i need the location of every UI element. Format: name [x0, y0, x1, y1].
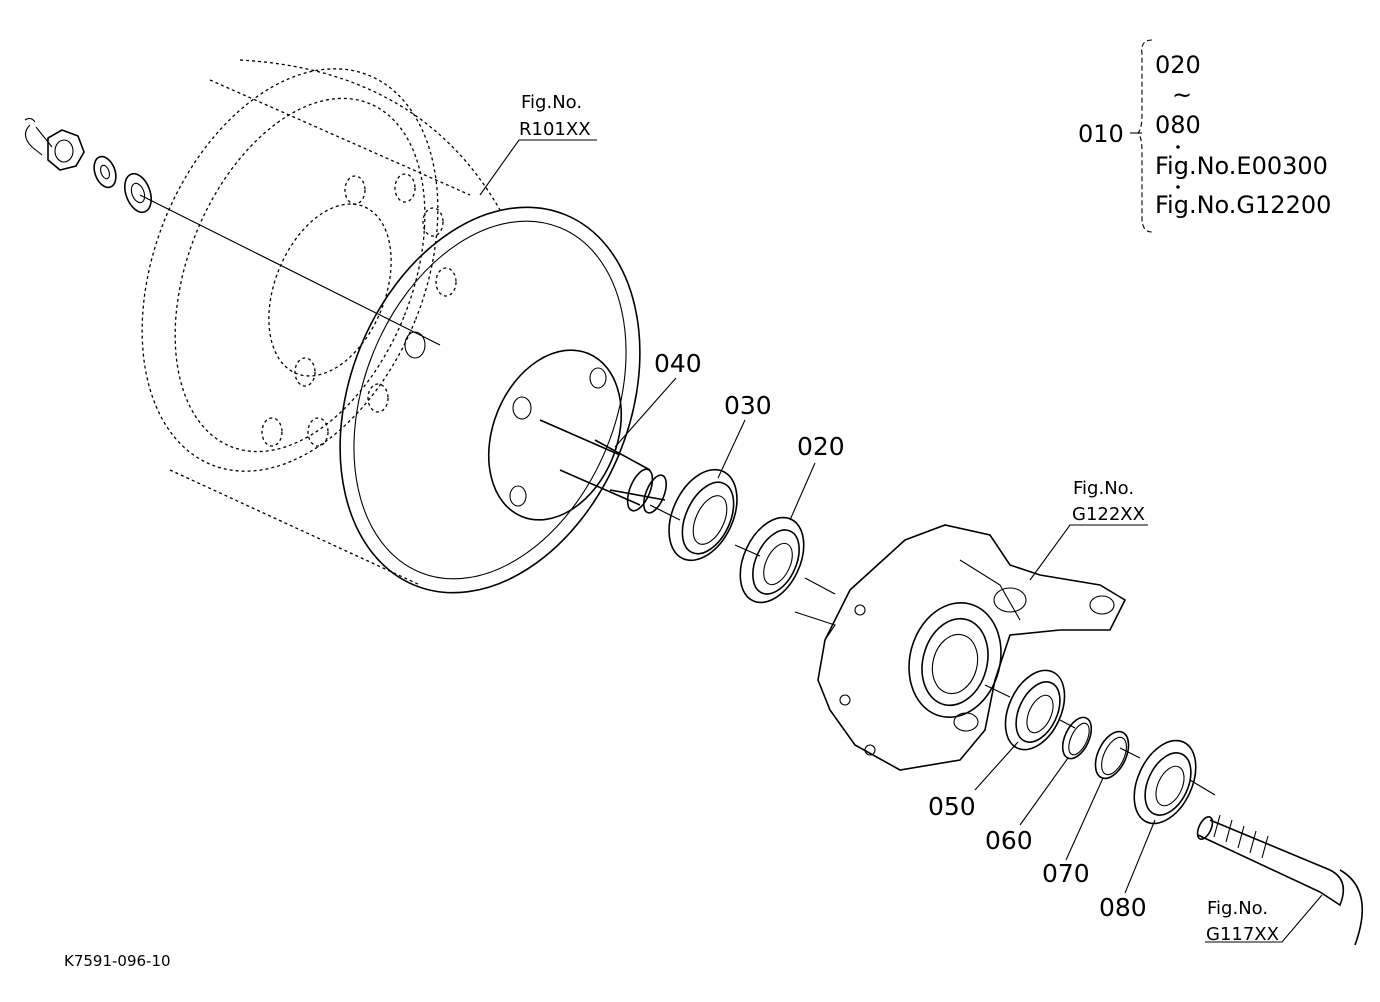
callout-020: 020: [797, 432, 845, 461]
axle-figref-label: Fig.No.: [1207, 898, 1268, 919]
callout-070: 070: [1042, 859, 1090, 888]
wheel-figref-label: Fig.No.: [521, 92, 582, 113]
knuckle-figref-label: Fig.No.: [1073, 478, 1134, 499]
leader-lines: [479, 139, 1323, 943]
snap-ring-070: [1094, 730, 1130, 780]
drawing-code: K7591-096-10: [64, 952, 171, 970]
steering-knuckle-housing: [794, 524, 1127, 771]
callout-050: 050: [928, 792, 976, 821]
bracket-range-mark: ~: [1172, 81, 1192, 109]
callout-060: 060: [985, 826, 1033, 855]
bearing-050: [1004, 669, 1066, 751]
bearing-080: [1133, 739, 1197, 825]
wheel-rim: [141, 59, 641, 594]
bracket-range-start: 020: [1155, 51, 1201, 79]
callout-040: 040: [654, 349, 702, 378]
bearing-020: [739, 516, 805, 604]
assembly-axis: [139, 194, 1216, 796]
bracket-range-end: 080: [1155, 111, 1201, 139]
bracket-ref-2: Fig.No.G12200: [1155, 191, 1331, 219]
knuckle-figref-number: G122XX: [1072, 504, 1145, 525]
callout-080: 080: [1099, 893, 1147, 922]
snap-ring-060: [1061, 716, 1093, 760]
parts-bracket: [1130, 39, 1180, 233]
bracket-ref-1: Fig.No.E00300: [1155, 152, 1328, 180]
wheel-figref-number: R101XX: [519, 119, 591, 140]
oil-seal-030: [668, 468, 738, 562]
wheel-hub-040: [487, 349, 668, 521]
hub-nut-group: [24, 117, 152, 214]
callout-030: 030: [724, 391, 772, 420]
bracket-parent-number: 010: [1078, 120, 1124, 148]
axle-figref-number: G117XX: [1206, 924, 1279, 945]
axle-shaft: [1196, 814, 1363, 946]
